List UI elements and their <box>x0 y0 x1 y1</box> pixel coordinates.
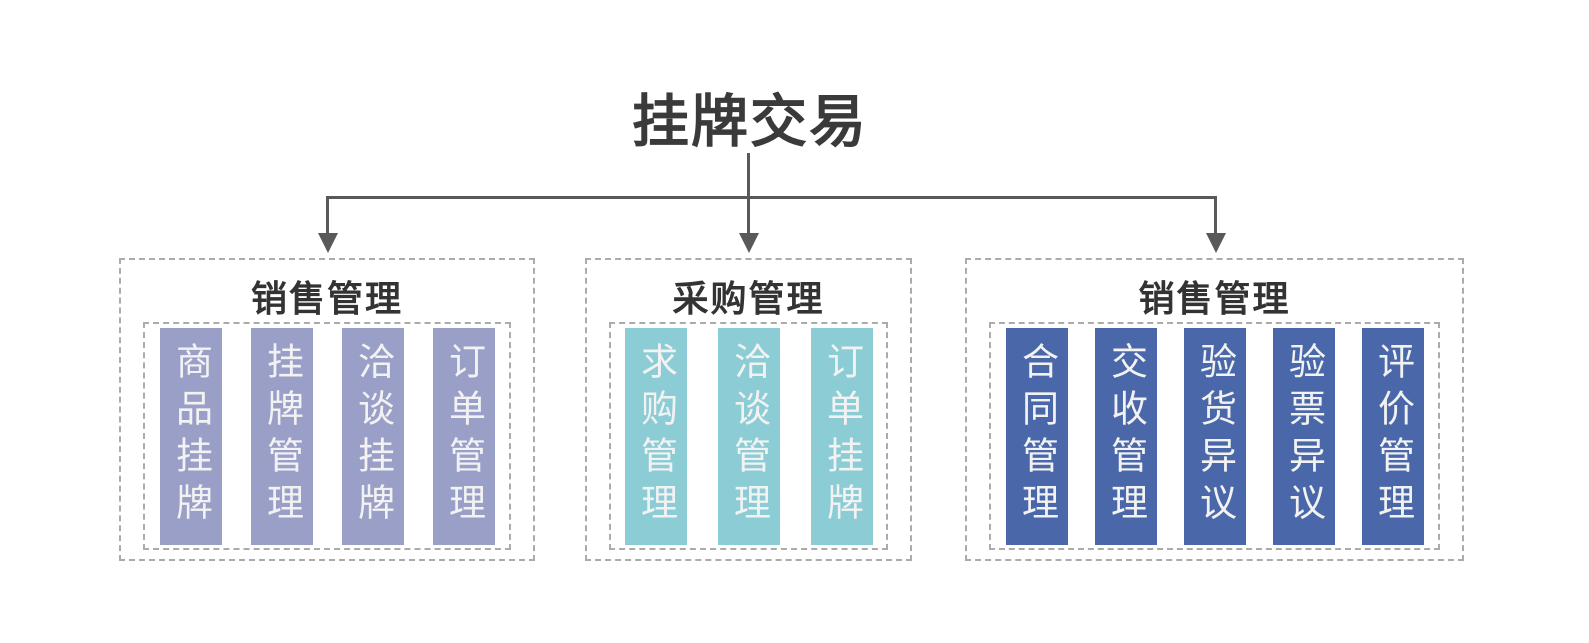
group-title: 采购管理 <box>672 278 825 319</box>
bar-item: 洽谈挂牌 <box>341 327 404 545</box>
connector-horizontal-rail <box>327 196 1216 199</box>
bar-item: 洽谈管理 <box>717 327 780 545</box>
bar-list-container: 求购管理 洽谈管理 订单挂牌 <box>609 322 888 550</box>
bar-item: 订单管理 <box>432 327 495 545</box>
arrowhead-down-right-icon <box>1206 233 1226 253</box>
group-title: 销售管理 <box>1138 278 1291 319</box>
bar-item: 合同管理 <box>1005 327 1068 545</box>
bar-list-container: 商品挂牌 挂牌管理 洽谈挂牌 订单管理 <box>143 322 511 550</box>
group-title: 销售管理 <box>250 278 403 319</box>
group-box-procurement-management: 采购管理 求购管理 洽谈管理 订单挂牌 <box>585 258 912 561</box>
bar-item: 商品挂牌 <box>159 327 222 545</box>
bar-item: 评价管理 <box>1361 327 1424 545</box>
bar-item: 挂牌管理 <box>250 327 313 545</box>
bar-item: 求购管理 <box>624 327 687 545</box>
connector-center-stem <box>747 153 750 235</box>
bar-list-container: 合同管理 交收管理 验货异议 验票异议 评价管理 <box>989 322 1440 550</box>
bar-item: 验票异议 <box>1272 327 1335 545</box>
bar-item: 交收管理 <box>1094 327 1157 545</box>
group-box-sales-management-2: 销售管理 合同管理 交收管理 验货异议 验票异议 评价管理 <box>965 258 1464 561</box>
group-box-sales-management-1: 销售管理 商品挂牌 挂牌管理 洽谈挂牌 订单管理 <box>119 258 535 561</box>
connector-left-stem <box>326 196 329 235</box>
arrowhead-down-left-icon <box>318 233 338 253</box>
bar-item: 订单挂牌 <box>810 327 873 545</box>
bar-item: 验货异议 <box>1183 327 1246 545</box>
connector-right-stem <box>1214 196 1217 235</box>
arrowhead-down-center-icon <box>739 233 759 253</box>
root-node-title: 挂牌交易 <box>632 90 868 154</box>
